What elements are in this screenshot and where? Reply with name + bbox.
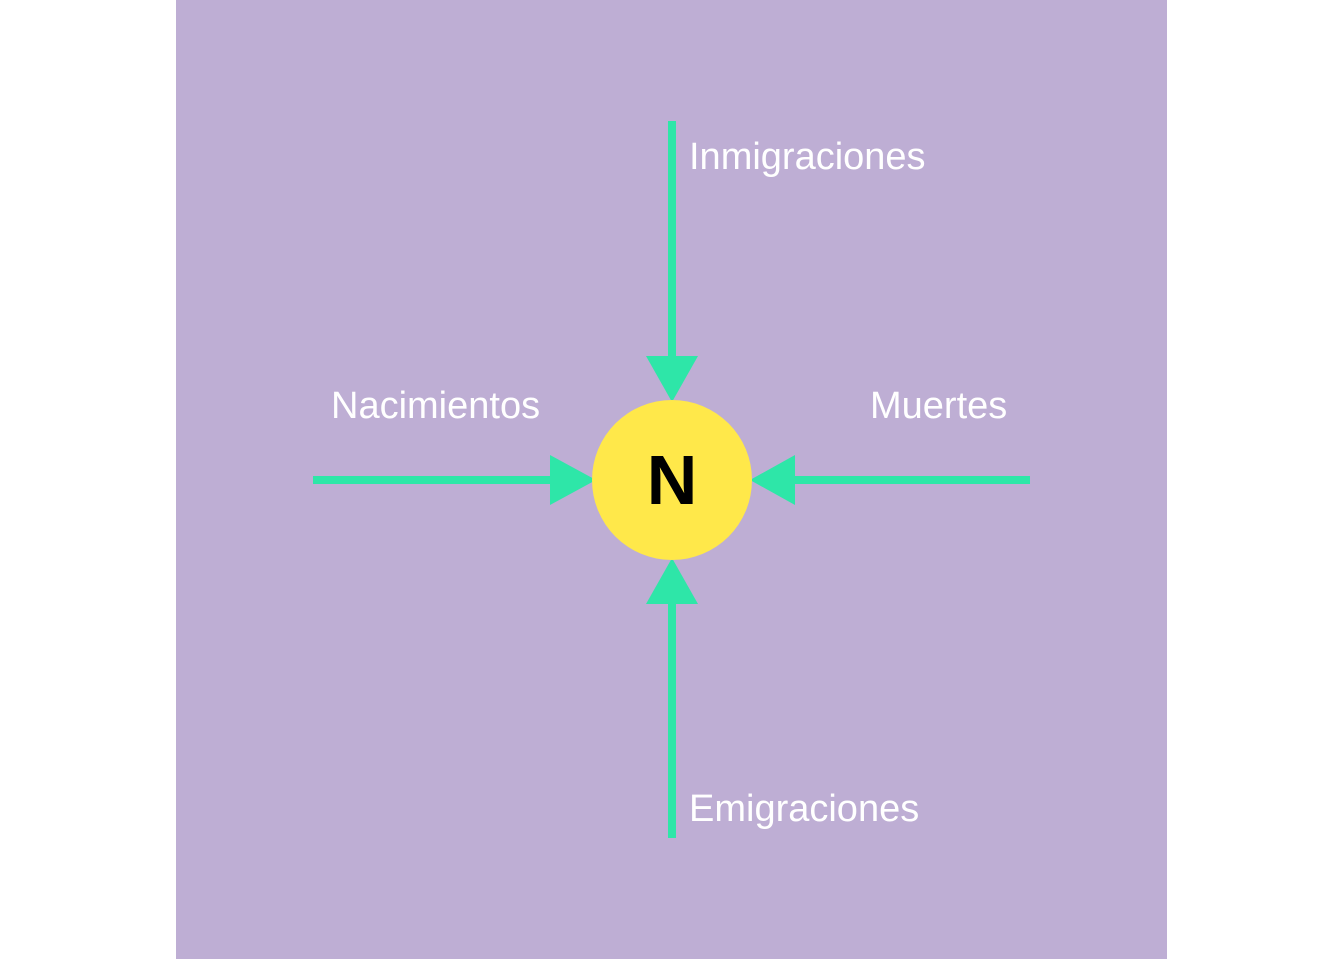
node-label: N bbox=[647, 441, 698, 519]
flow-right: Muertes bbox=[750, 385, 1030, 505]
arrow-right-head bbox=[750, 455, 795, 505]
label-emigraciones: Emigraciones bbox=[689, 788, 919, 830]
node-circle bbox=[592, 400, 752, 560]
arrow-top-head bbox=[646, 356, 698, 402]
arrow-bottom-head bbox=[646, 558, 698, 604]
flow-top: Inmigraciones bbox=[646, 121, 926, 402]
label-nacimientos: Nacimientos bbox=[331, 385, 540, 427]
label-inmigraciones: Inmigraciones bbox=[689, 136, 926, 178]
node-population: N bbox=[592, 400, 752, 560]
flow-left: Nacimientos bbox=[313, 385, 596, 505]
arrow-left-head bbox=[550, 455, 596, 505]
label-muertes: Muertes bbox=[870, 385, 1007, 427]
flow-bottom: Emigraciones bbox=[646, 558, 919, 838]
